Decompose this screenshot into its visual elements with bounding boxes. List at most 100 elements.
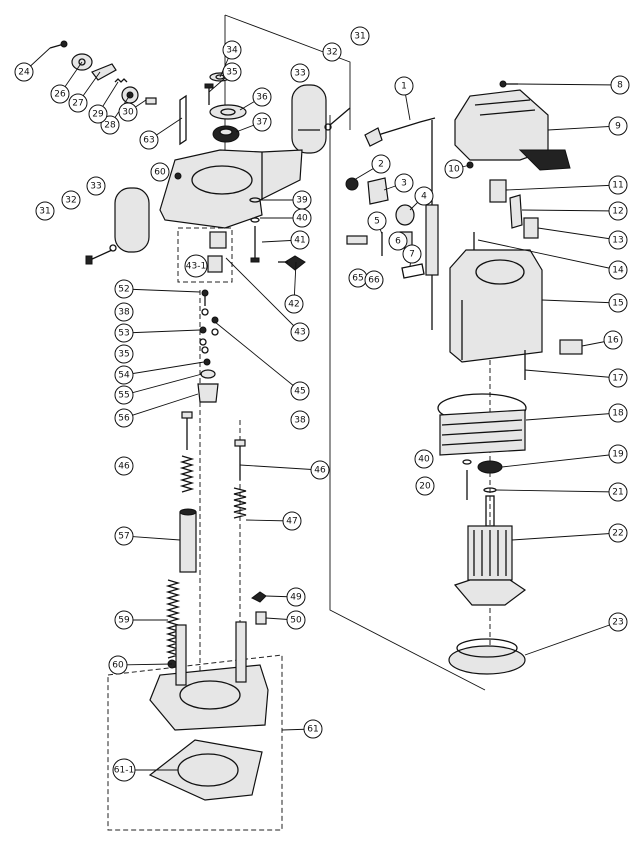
callout-circle-12 — [608, 201, 628, 221]
screw-60-top — [174, 172, 182, 180]
nut-32-top — [324, 123, 332, 131]
screw-31-top — [329, 107, 351, 126]
callout-circle-54 — [114, 365, 134, 385]
callout-circle-24 — [14, 62, 34, 82]
spring-59 — [165, 579, 181, 659]
callout-65: 65 — [348, 268, 368, 288]
callout-circle-52 — [114, 279, 134, 299]
callout-60: 60 — [108, 655, 173, 675]
callout-circle-27 — [68, 93, 88, 113]
handle-right-33 — [291, 84, 327, 154]
callout-leader-21 — [495, 489, 619, 493]
nut-32-left — [109, 244, 117, 252]
screw-45 — [211, 316, 219, 324]
callout-circle-15 — [608, 293, 628, 313]
callout-46-alt1: 46 — [114, 456, 134, 476]
callout-circle-40-alt1 — [414, 449, 434, 469]
callout-43: 43 — [225, 257, 310, 342]
callout-41: 41 — [261, 230, 310, 250]
nut-50 — [255, 611, 267, 625]
callout-number-29: 29 — [92, 110, 104, 120]
callout-circle-46-alt1 — [114, 456, 134, 476]
plate-13 — [523, 217, 539, 239]
callout-number-23: 23 — [612, 618, 623, 628]
washer-40-left — [250, 217, 260, 223]
callout-33-alt1: 33 — [86, 176, 106, 196]
screw-53 — [199, 326, 207, 334]
callout-31: 31 — [350, 26, 370, 46]
callout-number-60: 60 — [112, 661, 124, 671]
callout-3: 3 — [383, 173, 414, 193]
callout-number-40: 40 — [296, 214, 308, 224]
callout-circle-61-1 — [112, 758, 136, 782]
field-coil-18 — [437, 393, 527, 456]
callout-circle-36 — [252, 87, 272, 107]
callout-56: 56 — [114, 393, 199, 428]
callout-number-36: 36 — [256, 93, 268, 103]
callout-number-35: 35 — [226, 68, 237, 78]
callout-circle-9 — [608, 116, 628, 136]
callout-circle-6 — [388, 231, 408, 251]
callout-number-30: 30 — [122, 108, 134, 118]
callout-30: 30 — [118, 99, 147, 122]
callout-circle-33 — [290, 63, 310, 83]
callout-circle-14 — [608, 260, 628, 280]
callout-circle-66 — [364, 270, 384, 290]
callout-number-31-alt1: 31 — [39, 207, 50, 217]
callout-circle-43 — [290, 322, 310, 342]
callout-number-35-alt1: 35 — [118, 350, 129, 360]
callout-number-53: 53 — [118, 329, 129, 339]
callout-leader-13 — [537, 227, 619, 241]
callout-52: 52 — [114, 279, 201, 299]
callout-circle-31 — [350, 26, 370, 46]
callout-leader-22 — [511, 532, 619, 541]
callout-16: 16 — [581, 330, 623, 350]
bearing-37 — [212, 125, 240, 143]
callout-circle-56 — [114, 408, 134, 428]
callout-leader-18 — [525, 412, 619, 421]
callout-circle-29 — [88, 104, 108, 124]
callout-number-61: 61 — [307, 725, 318, 735]
callout-38-alt1: 38 — [290, 410, 310, 430]
callout-21: 21 — [495, 482, 628, 502]
callout-leader-52 — [123, 288, 201, 293]
callout-23: 23 — [524, 612, 628, 656]
callout-circle-22 — [608, 523, 628, 543]
callout-32-alt1: 32 — [61, 190, 81, 210]
callout-labels: 1234567891011121314151617181920212223242… — [14, 26, 630, 782]
callout-circle-41 — [290, 230, 310, 250]
lever-12 — [509, 194, 523, 229]
callout-number-33: 33 — [294, 69, 305, 79]
callout-number-6: 6 — [395, 237, 401, 247]
callout-36: 36 — [239, 87, 272, 111]
spring-47-right — [233, 487, 247, 519]
callout-9: 9 — [547, 116, 628, 136]
callout-circle-50 — [286, 610, 306, 630]
bracket-63 — [179, 94, 187, 146]
callout-number-33-alt1: 33 — [90, 182, 101, 192]
callout-circle-2 — [371, 154, 391, 174]
callout-leader-54 — [123, 361, 205, 376]
callout-number-3: 3 — [401, 179, 407, 189]
callout-number-14: 14 — [612, 266, 624, 276]
pin-30 — [145, 97, 157, 105]
callout-number-43: 43 — [294, 328, 305, 338]
callout-number-46: 46 — [314, 466, 326, 476]
callout-circle-4 — [414, 186, 434, 206]
callout-circle-20 — [415, 476, 435, 496]
label-16 — [559, 339, 583, 355]
screw-52 — [201, 289, 209, 306]
cover-tip-67 — [518, 149, 571, 171]
callout-54: 54 — [114, 361, 205, 385]
callout-42: 42 — [284, 261, 304, 314]
callout-61: 61 — [281, 719, 323, 739]
washer-38-a — [201, 308, 209, 316]
callout-circle-1 — [394, 76, 414, 96]
callout-circle-31-alt1 — [35, 201, 55, 221]
armature-22 — [453, 495, 527, 606]
callout-60-alt1: 60 — [150, 162, 170, 182]
callout-circle-57 — [114, 526, 134, 546]
callout-leader-45 — [214, 321, 301, 392]
callout-circle-38 — [114, 302, 134, 322]
